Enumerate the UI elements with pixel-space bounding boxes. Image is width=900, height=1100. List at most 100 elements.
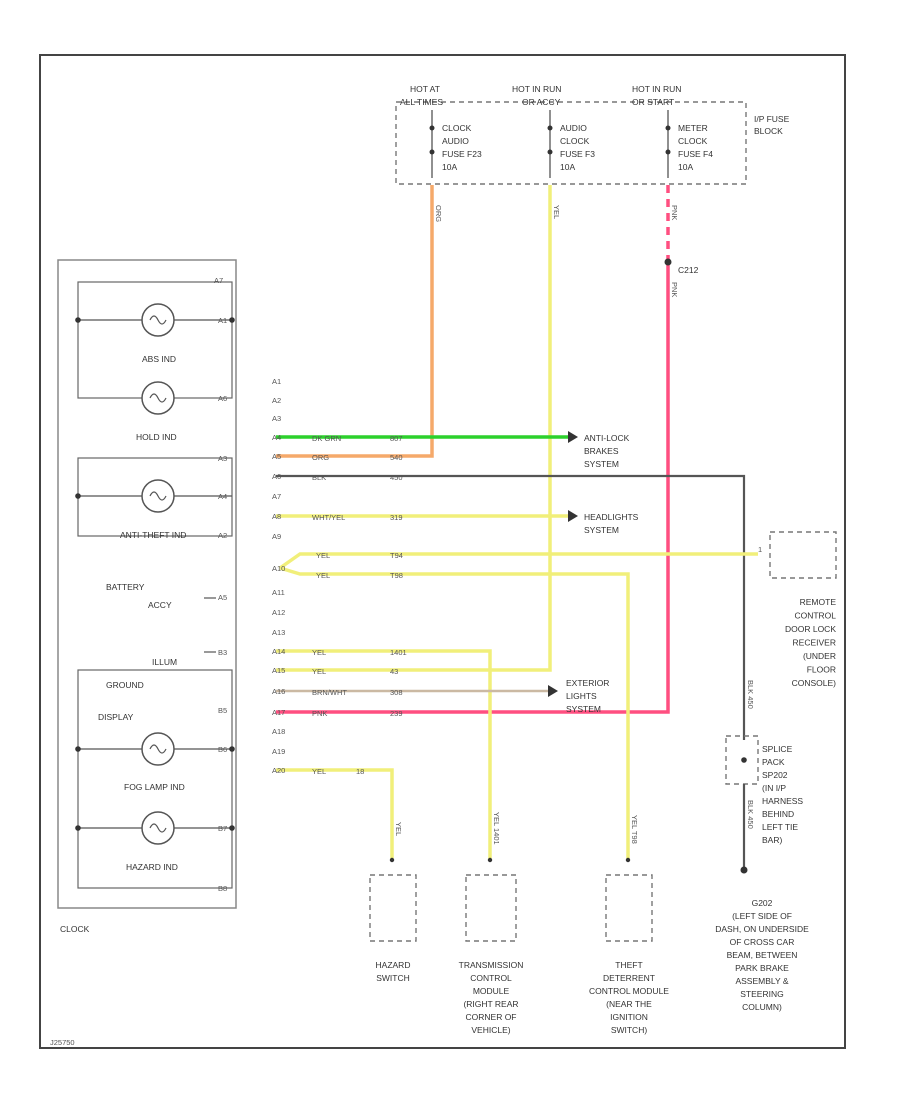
connector-pin-a3: A3 — [272, 414, 281, 423]
connector-pin-a8: A8 — [272, 512, 281, 521]
clock-dot-3 — [75, 493, 81, 499]
wire-label-a6-color: BLK — [312, 473, 326, 482]
clock-pin-7: A5 — [218, 593, 227, 602]
connector-pin-a12: A12 — [272, 608, 285, 617]
dest-remote-line-4: RECEIVER — [793, 638, 836, 648]
clock-pin-12: B8 — [218, 884, 227, 893]
wire-label-a15-color: YEL — [312, 667, 326, 676]
arrow-abs — [568, 431, 578, 443]
clock-outline — [57, 259, 237, 909]
drop-label-ground-bottom: BLK 450 — [746, 800, 755, 829]
wire-label-t94-color: YEL — [316, 551, 330, 560]
connector-pin-a16: A16 — [272, 687, 285, 696]
dest-theft-line-1: THEFT — [615, 960, 642, 970]
dest-splice_pack-line-3: SP202 — [762, 770, 788, 780]
clock-pin-2: A1 — [218, 316, 227, 325]
connector-pin-a17: A17 — [272, 708, 285, 717]
connector-pin-a5: A5 — [272, 452, 281, 461]
lamp-filament-4 — [149, 744, 167, 754]
theft-module-box — [605, 874, 653, 942]
fuse-col2-header-1: HOT IN RUN — [512, 84, 561, 94]
dest-exterior-3: SYSTEM — [566, 704, 601, 714]
clock-label-accy: ACCY — [148, 600, 172, 610]
fuse-col3-label-3: FUSE F4 — [678, 149, 713, 159]
drop-label-hazard: YEL — [394, 822, 403, 836]
dest-ground-line-8: STEERING — [740, 989, 783, 999]
dest-remote-line-7: CONSOLE) — [792, 678, 837, 688]
wire-label-t94-circuit: T94 — [390, 551, 403, 560]
dest-ground-line-6: PARK BRAKE — [735, 963, 789, 973]
fuse-col3-header-1: HOT IN RUN — [632, 84, 681, 94]
theft-module-pin — [625, 857, 631, 863]
dest-remote-line-2: CONTROL — [794, 611, 836, 621]
connector-pin-a9: A9 — [272, 532, 281, 541]
dest-splice_pack-line-6: BEHIND — [762, 809, 794, 819]
dest-splice_pack-line-7: LEFT TIE — [762, 822, 798, 832]
ind-label-antitheft: ANTI-THEFT IND — [120, 530, 186, 540]
dest-transmission-line-2: CONTROL — [470, 973, 512, 983]
drop-label-transmission: YEL 1401 — [492, 812, 501, 845]
clock-pin-10: B6 — [218, 745, 227, 754]
dest-abs-2: BRAKES — [584, 446, 619, 456]
ground-g202-dot — [740, 866, 748, 874]
clock-pin-3: A6 — [218, 394, 227, 403]
ind-label-hazard: HAZARD IND — [126, 862, 178, 872]
clock-dot-4 — [75, 746, 81, 752]
dest-theft-line-5: IGNITION — [610, 1012, 648, 1022]
fuse-col1-dot — [429, 125, 435, 131]
wire-label-a15-circuit: 43 — [390, 667, 398, 676]
fuse-col2-dot — [547, 125, 553, 131]
dest-ground-line-5: BEAM, BETWEEN — [727, 950, 798, 960]
fuse-col1-label-3: FUSE F23 — [442, 149, 482, 159]
fuse-block-title-2: BLOCK — [754, 126, 783, 136]
wire-label-a8-color: WHT/YEL — [312, 513, 345, 522]
connector-pin-a1: A1 — [272, 377, 281, 386]
wire-label-a20-color: YEL — [312, 767, 326, 776]
connector-pin-a11: A11 — [272, 588, 285, 597]
dest-ground-line-4: OF CROSS CAR — [730, 937, 795, 947]
fuse-col1-label-2: AUDIO — [442, 136, 469, 146]
fuse-col3-dot-b — [665, 149, 671, 155]
remote-receiver-box — [769, 531, 837, 579]
dest-theft-line-4: (NEAR THE — [606, 999, 652, 1009]
wire-label-a8-circuit: 319 — [390, 513, 403, 522]
wire-label-a17-circuit: 239 — [390, 709, 403, 718]
clock-label-display: DISPLAY — [98, 712, 134, 722]
clock-label-illum: ILLUM — [152, 657, 177, 667]
dest-remote-line-1: REMOTE — [800, 597, 837, 607]
connector-pin-a19: A19 — [272, 747, 285, 756]
connector-pin-a2: A2 — [272, 396, 281, 405]
wire-label-a17-color: PNK — [312, 709, 327, 718]
wire-label-a4-color: DK GRN — [312, 434, 341, 443]
wire-label-a4-circuit: 807 — [390, 434, 403, 443]
dest-transmission-line-4: (RIGHT REAR — [463, 999, 518, 1009]
wire-label-fuse3: PNK — [670, 205, 679, 220]
wire-label-fuse1: ORG — [434, 205, 443, 222]
wire-yel-t94 — [278, 552, 758, 570]
fuse-col1-header-1: HOT AT — [410, 84, 440, 94]
wire-label-a5-color: ORG — [312, 453, 329, 462]
dest-hazard-line-2: SWITCH — [376, 973, 410, 983]
dest-headlights-1: HEADLIGHTS — [584, 512, 639, 522]
connector-pin-a13: A13 — [272, 628, 285, 637]
fuse-col2-dot-b — [547, 149, 553, 155]
splice-pack-dot — [741, 757, 747, 763]
wire-label-fuse2: YEL — [552, 205, 561, 219]
clock-pin-9: B5 — [218, 706, 227, 715]
wire-yel-1401 — [276, 649, 492, 860]
fuse-col2-label-2: CLOCK — [560, 136, 590, 146]
dest-transmission-line-5: CORNER OF — [466, 1012, 517, 1022]
drop-label-theft: YEL T98 — [630, 815, 639, 844]
fuse-col1-label-4: 10A — [442, 162, 457, 172]
dest-remote-line-3: DOOR LOCK — [785, 624, 836, 634]
wire-yel-43 — [276, 185, 552, 672]
wire-org-540 — [276, 185, 434, 458]
clock-title: CLOCK — [60, 924, 90, 934]
remote-receiver-pin: 1 — [758, 545, 762, 554]
fuse-block: I/P FUSE BLOCK HOT AT ALL TIMES HOT IN R… — [395, 84, 790, 185]
connector-pin-a6: A6 — [272, 472, 281, 481]
clock-group-top — [77, 281, 233, 399]
fuse-col1-header-2: ALL TIMES — [400, 97, 443, 107]
dest-theft-line-6: SWITCH) — [611, 1025, 648, 1035]
